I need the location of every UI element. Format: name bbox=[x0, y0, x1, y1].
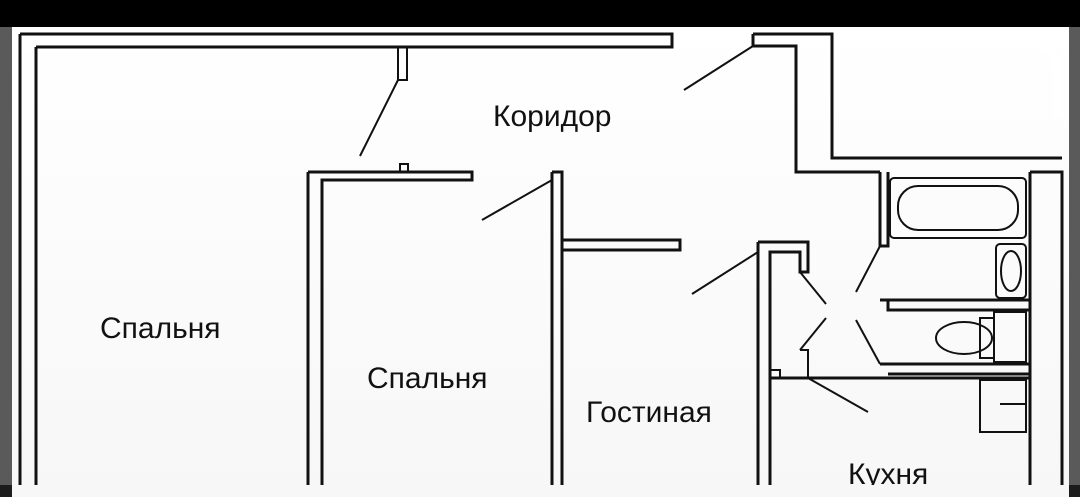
bathtub-icon bbox=[889, 177, 1027, 239]
corridor-doorway bbox=[359, 45, 754, 157]
bathroom-walls bbox=[770, 172, 1032, 380]
floor-plan-sheet bbox=[12, 27, 1069, 497]
floor-plan: Коридор Спальня Спальня Гостиная Кухня bbox=[12, 32, 1064, 485]
living-room-walls bbox=[562, 238, 810, 485]
middle-bedroom-walls bbox=[306, 163, 564, 485]
room-label-living-room: Гостиная bbox=[586, 396, 712, 429]
frame-corner-right bbox=[980, 36, 1062, 118]
sink-icon bbox=[995, 243, 1027, 299]
toilet-icon bbox=[935, 311, 1027, 363]
room-label-bedroom-left: Спальня bbox=[100, 312, 221, 345]
room-label-corridor: Коридор bbox=[493, 100, 611, 133]
wet-area-doors bbox=[770, 245, 881, 413]
stove-icon bbox=[979, 379, 1027, 433]
frame-corner-left bbox=[12, 36, 100, 118]
room-label-bedroom-middle: Спальня bbox=[367, 362, 488, 395]
room-label-kitchen: Кухня bbox=[848, 458, 928, 485]
screen-top-bar bbox=[0, 0, 1080, 27]
outer-walls bbox=[18, 32, 1064, 485]
